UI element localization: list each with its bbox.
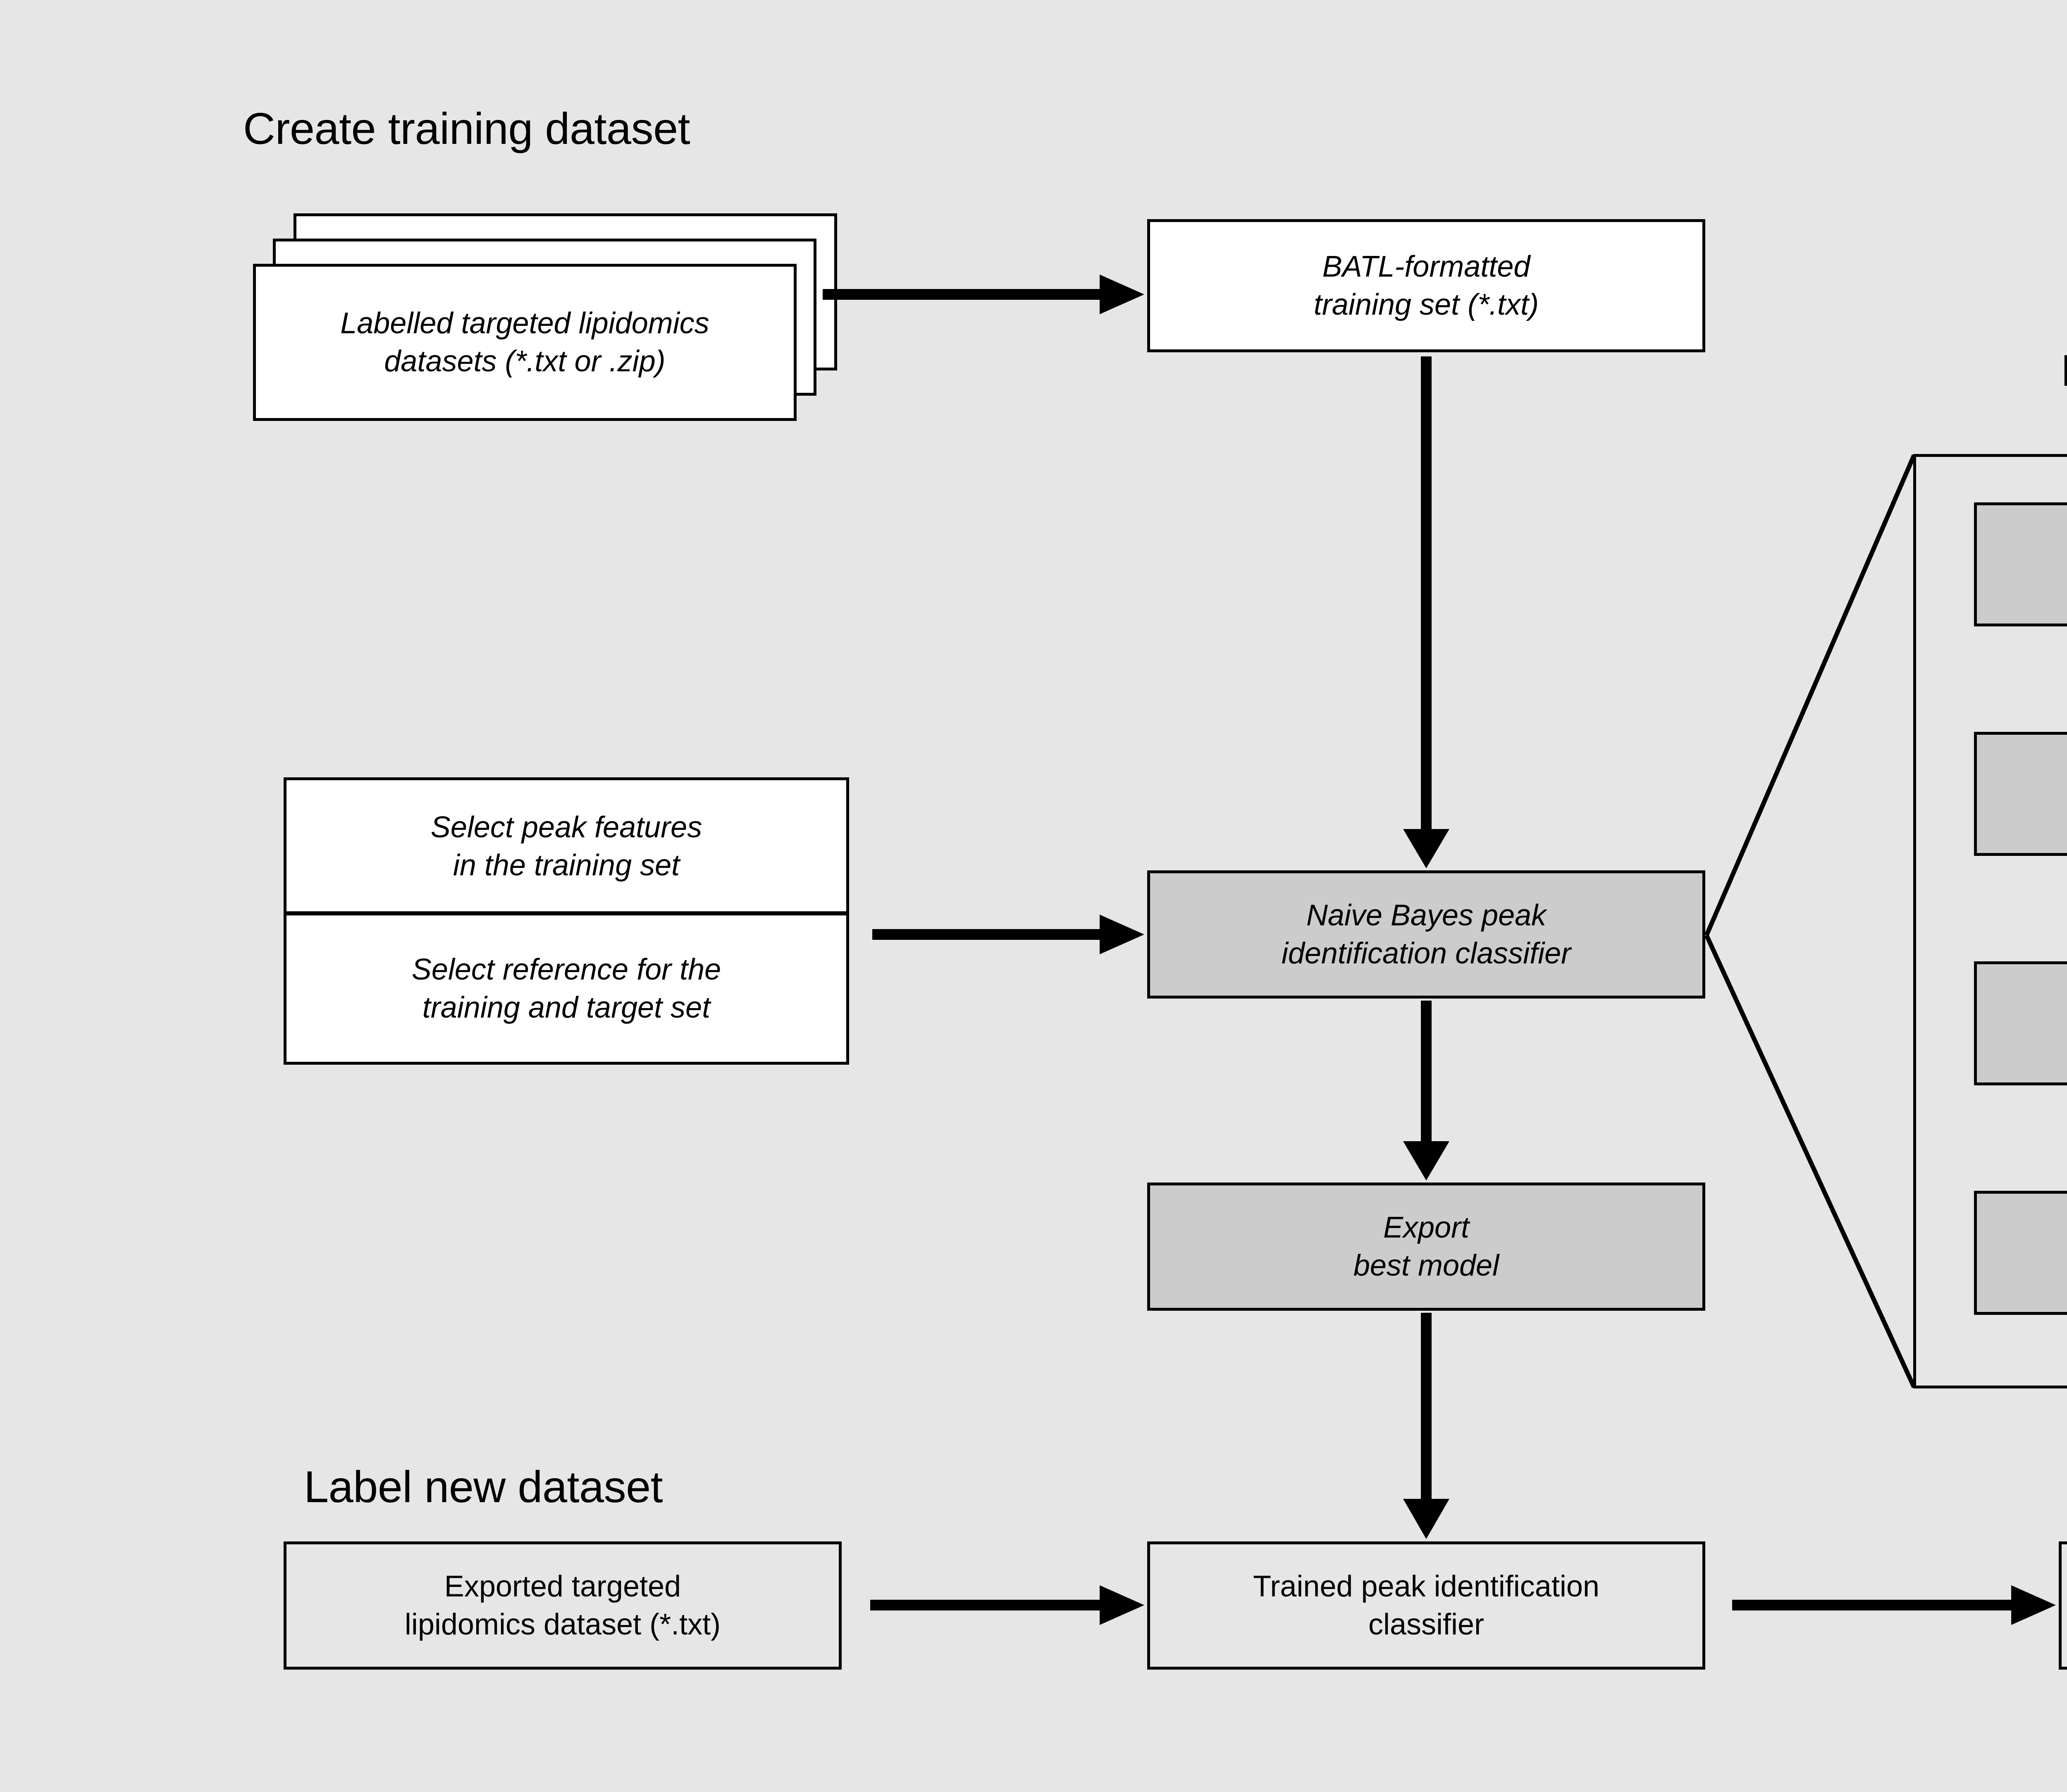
feature-selection-divider [284, 911, 849, 914]
batl-formatted-training-set-box: BATL-formatted training set (*.txt) [1147, 219, 1705, 352]
exported-dataset-line1: Exported targeted [444, 1570, 681, 1603]
input-stack-card-front: Labelled targeted lipidomics datasets (*… [253, 264, 797, 421]
select-peak-features-line1: Select peak features [430, 810, 702, 844]
arrow-export-to-trained-classifier [1403, 1313, 1449, 1539]
exported-dataset-line2: lipidomics dataset (*.txt) [404, 1608, 721, 1641]
arrow-stack-to-formatted [823, 275, 1144, 314]
trained-peak-identification-classifier-box: Trained peak identification classifier [1147, 1541, 1705, 1670]
batl-formatted-label-line1: BATL-formatted [1322, 250, 1530, 283]
naive-bayes-label-line1: Naive Bayes peak [1306, 898, 1547, 932]
arrow-exported-to-trained [870, 1585, 1144, 1625]
batl-step-distribution-selection: Normal/lognormal distribution selection [1974, 732, 2067, 856]
build-batl-model-panel [1913, 454, 2067, 1388]
select-reference-cell: Select reference for the training and ta… [284, 913, 849, 1065]
labelled-targeted-dataset-box: Labelled targeted lipidomics dataset (*.… [2059, 1541, 2067, 1670]
callout-line-to-panel-bottom [1704, 934, 1916, 1388]
batl-step-model-parameter-estimation: Model parameter estimation [1974, 961, 2067, 1085]
select-peak-features-line2: in the training set [453, 849, 680, 882]
arrow-trained-to-labelled [1732, 1585, 2056, 1625]
batl-formatted-label-line2: training set (*.txt) [1313, 288, 1539, 321]
trained-classifier-line1: Trained peak identification [1253, 1570, 1599, 1603]
exported-targeted-dataset-box: Exported targeted lipidomics dataset (*.… [284, 1541, 842, 1670]
arrow-features-to-classifier [872, 915, 1144, 954]
input-stack-label-line1: Labelled targeted lipidomics [340, 306, 709, 340]
naive-bayes-label-line2: identification classifier [1281, 937, 1571, 970]
arrow-classifier-to-export [1403, 1001, 1449, 1180]
batl-step-posterior-cutoff-estimation: Posterior cutoff estimation by cross val… [1974, 1191, 2067, 1315]
batl-step-prior-estimation: Prior estimation [1974, 502, 2067, 626]
section-title-build-batl-model: Build BATL model [2061, 344, 2067, 396]
select-reference-line1: Select reference for the [411, 953, 721, 986]
arrow-formatted-to-classifier [1403, 356, 1449, 868]
select-reference-line2: training and target set [422, 991, 711, 1024]
input-stack-label-line2: datasets (*.txt or .zip) [384, 345, 666, 378]
export-best-model-box: Export best model [1147, 1183, 1705, 1311]
section-title-create-training-dataset: Create training dataset [243, 103, 690, 153]
naive-bayes-classifier-box: Naive Bayes peak identification classifi… [1147, 870, 1705, 999]
callout-line-to-panel-top [1704, 454, 1917, 937]
export-best-model-line2: best model [1353, 1249, 1499, 1282]
select-peak-features-cell: Select peak features in the training set [284, 777, 849, 915]
section-title-label-new-dataset: Label new dataset [304, 1462, 663, 1512]
trained-classifier-line2: classifier [1368, 1608, 1485, 1641]
export-best-model-line1: Export [1383, 1211, 1470, 1244]
